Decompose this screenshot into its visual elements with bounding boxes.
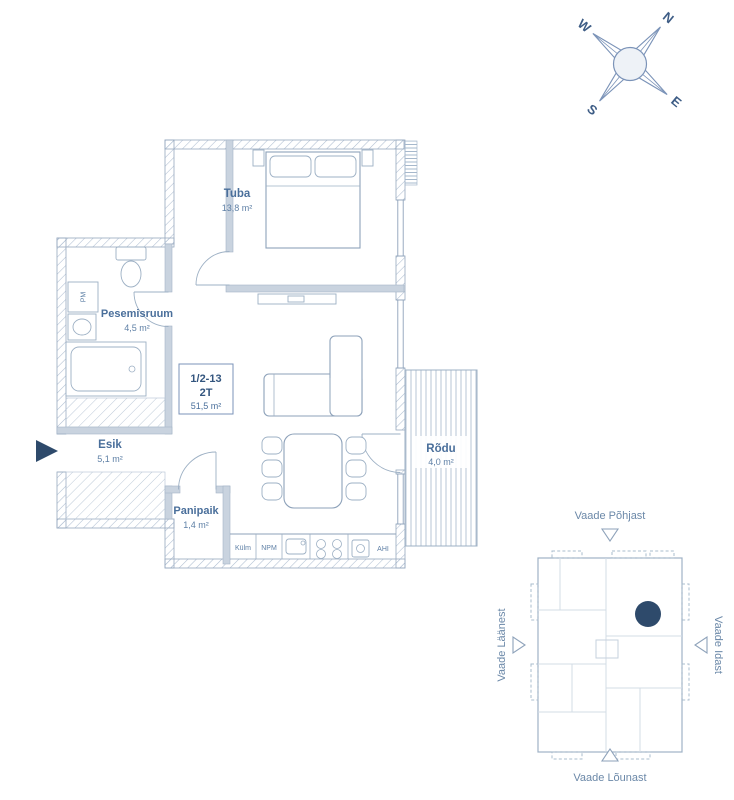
compass-west-label: W [575,16,595,36]
building-interior-walls [538,558,682,752]
washing-machine-icon: PM [67,281,99,313]
oven-icon [351,539,370,558]
unit-area: 51,5 m² [191,401,222,411]
room-area-pesemisruum: 4,5 m² [124,323,150,333]
room-label-pesemisruum: Pesemisruum [101,308,173,320]
view-marker-east-icon [694,635,708,655]
entrance-opening [57,433,66,473]
view-label-north: Vaade Põhjast [575,510,646,522]
building-outline [537,557,683,753]
unit-number: 1/2-13 [190,373,221,385]
compass-circle [612,46,648,82]
pillow-right [314,155,357,178]
door-bathroom [133,291,169,327]
dining-set [261,433,367,509]
view-label-east: Vaade Idast [712,616,724,674]
npm-label: NPM [261,545,277,552]
room-label-tuba: Tuba [224,188,251,200]
room-label-panipaik: Panipaik [173,505,219,517]
balcony-label-chip [414,436,468,468]
room-area-esik: 5,1 m² [97,454,123,464]
nightstand-right [361,149,374,167]
room-label-rodu: Rõdu [426,443,455,455]
view-marker-south-icon [600,748,620,762]
media-console-icon [257,293,337,305]
dining-table [283,433,343,509]
door-storage [178,451,217,490]
bathroom-floor-hatch [65,397,166,428]
view-label-west: Vaade Läänest [496,608,508,681]
dining-chair [345,482,367,501]
view-marker-west-icon [512,635,526,655]
door-balcony [361,433,401,473]
compass-rose: N E S W [575,9,685,119]
view-label-south: Vaade Lõunast [573,772,646,784]
window-bedroom [396,199,405,257]
site-plan: Vaade Põhjast Vaade Lõunast Vaade Läänes… [496,510,724,784]
toilet-icon [115,246,147,288]
kitchen-counter: Külm NPM AHI [230,533,396,559]
room-area-panipaik: 1,4 m² [183,520,209,530]
entry-mat-hatch [65,471,166,520]
oven-label: AHI [377,546,389,553]
apartment-location-marker [635,601,661,627]
bathroom-sink-icon [67,313,97,341]
dining-chair [261,459,283,478]
fridge-label: Külm [235,545,251,552]
sink-icon [285,538,307,555]
door-bedroom [195,251,230,286]
room-label-esik: Esik [98,439,122,451]
entrance-arrow-icon [36,440,58,462]
interior-walls [56,139,405,565]
compass-south-label: S [584,101,600,118]
unit-info-box: 1/2-13 2T 51,5 m² [178,363,234,415]
window-kitchen [396,473,405,525]
unit-type: 2T [200,387,213,399]
sofa-icon [263,335,363,417]
corner-glazing [404,140,418,186]
room-area-rodu: 4,0 m² [428,457,454,467]
compass-north-label: N [660,9,677,27]
pillow-left [269,155,312,178]
building-balconies [530,550,690,760]
compass-east-label: E [668,93,684,110]
window-living [396,299,405,369]
bathtub-icon [65,341,147,397]
dining-chair [345,436,367,455]
dining-chair [261,482,283,501]
dining-chair [261,436,283,455]
cooktop-icon [316,539,342,559]
balcony: Rõdu 4,0 m² [404,369,478,547]
dining-chair [345,459,367,478]
washer-label: PM [81,292,88,303]
bed-icon [265,151,361,249]
apartment-plan: Rõdu 4,0 m² PM [36,139,478,569]
nightstand-left [252,149,265,167]
room-area-tuba: 13,8 m² [222,203,253,213]
view-marker-north-icon [600,528,620,542]
